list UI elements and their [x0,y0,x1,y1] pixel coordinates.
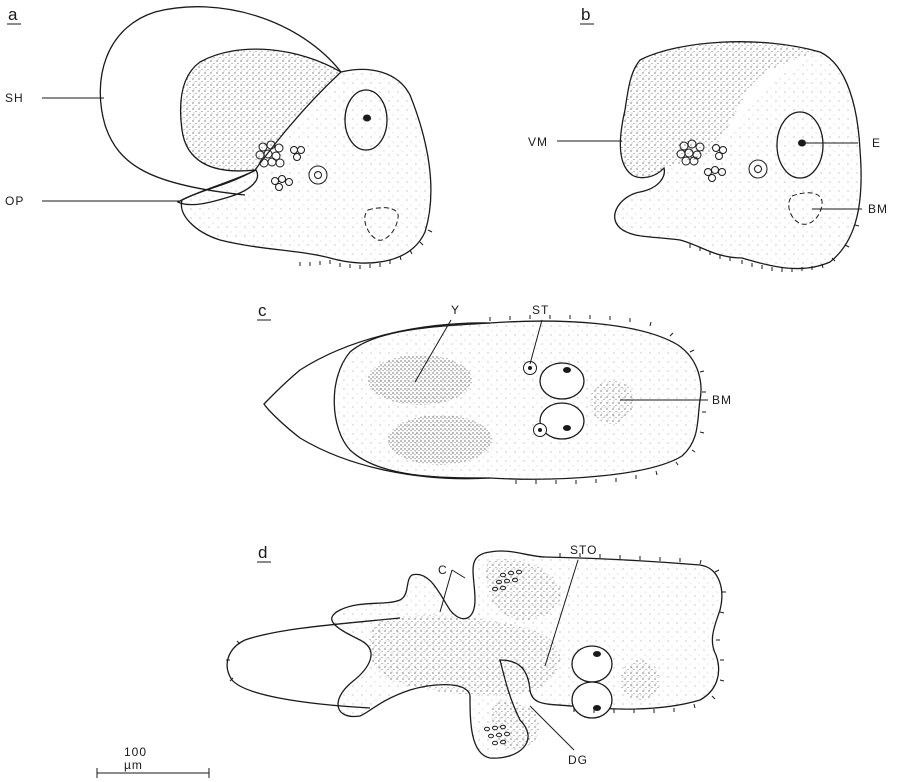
panel-c-letter: c [258,301,267,320]
eye-c-lower-pigment [563,425,571,431]
panel-c: c Y ST BM [257,301,732,484]
bm-structure-d [620,660,660,700]
label-sto: STO [570,543,597,557]
yolk-mass-lower [388,415,492,465]
panel-b: b VM E BM [528,5,888,272]
eye-c-upper-pigment [563,367,571,373]
label-bm-c: BM [712,393,732,407]
bm-structure-c [590,380,634,424]
label-c: C [438,563,448,577]
panel-d: d C STO D [226,543,726,767]
statolith-c-upper [528,366,532,370]
label-vm: VM [528,135,548,149]
panel-d-letter: d [258,543,267,562]
panel-a: a SH OP [5,5,432,269]
eye-d-upper-pigment [593,651,601,657]
eye-c-upper [540,363,584,399]
label-sh: SH [5,91,24,105]
scale-bar-unit: µm [124,758,143,772]
eye-d-lower [572,682,612,718]
eye-c-lower [540,403,584,439]
scale-bar-value: 100 [124,745,147,759]
panel-a-letter: a [8,5,18,24]
yolk-mass-upper [368,355,472,405]
eye-d-upper [572,646,612,682]
label-dg: DG [568,753,588,767]
c-leader-1 [452,570,465,578]
label-st: ST [532,303,549,317]
panel-b-letter: b [581,5,590,24]
label-e: E [872,136,881,150]
lobe-stipple-lower [492,700,540,749]
label-y: Y [451,303,460,317]
statolith-c-lower [538,428,542,432]
eye-pigment [363,115,371,122]
label-op: OP [5,194,24,208]
scale-bar: 100 µm [97,745,209,778]
label-bm-b: BM [868,202,888,216]
